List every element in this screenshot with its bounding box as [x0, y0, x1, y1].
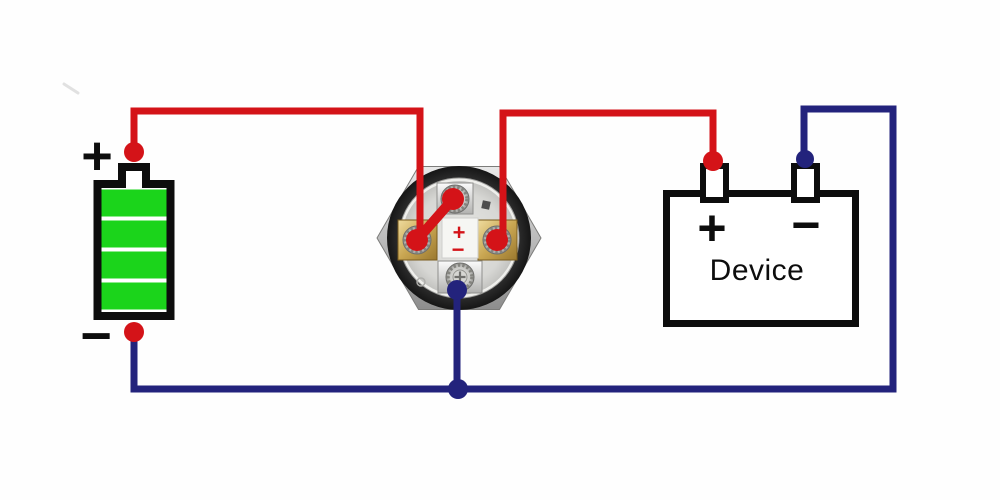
connection-dot-battery-negative: [124, 322, 144, 342]
connection-dot-device-negative: [796, 150, 814, 168]
device-positive-terminal: [700, 163, 729, 203]
switch-led-positive-label: +: [452, 220, 466, 245]
device-positive-label: +: [697, 200, 727, 256]
switch-led-negative-label: −: [451, 237, 465, 262]
battery-positive-label: +: [81, 126, 113, 186]
positive-wire-switch-to-device: [499, 109, 717, 236]
battery-cell: [101, 220, 167, 248]
connection-dot-device-positive: [703, 151, 723, 171]
device-negative-label: −: [791, 197, 821, 253]
switch-face-mark: [416, 277, 426, 287]
device-label: Device: [709, 254, 805, 287]
switch-vent-hole: [481, 200, 491, 210]
battery: [93, 163, 175, 320]
battery-negative-label: −: [80, 306, 112, 366]
battery-cell: [101, 189, 167, 217]
switch-led-label-plate: [441, 217, 479, 259]
battery-cell: [101, 251, 167, 279]
junction-dot-negative-rail: [448, 379, 468, 399]
connection-dot-switch-left: [406, 229, 428, 251]
negative-wire-main: [130, 105, 897, 393]
device-negative-terminal: [791, 163, 820, 203]
connection-dot-battery-positive: [124, 142, 144, 162]
connection-dot-switch-top: [442, 188, 464, 210]
device-box: [663, 190, 859, 327]
positive-wire-battery-to-switch: [130, 107, 424, 236]
device: [663, 163, 859, 327]
connection-dot-switch-bottom: [447, 280, 467, 300]
battery-cell: [101, 282, 167, 310]
faint-smudge-artifact: [62, 82, 80, 95]
connection-dot-switch-right: [486, 229, 508, 251]
